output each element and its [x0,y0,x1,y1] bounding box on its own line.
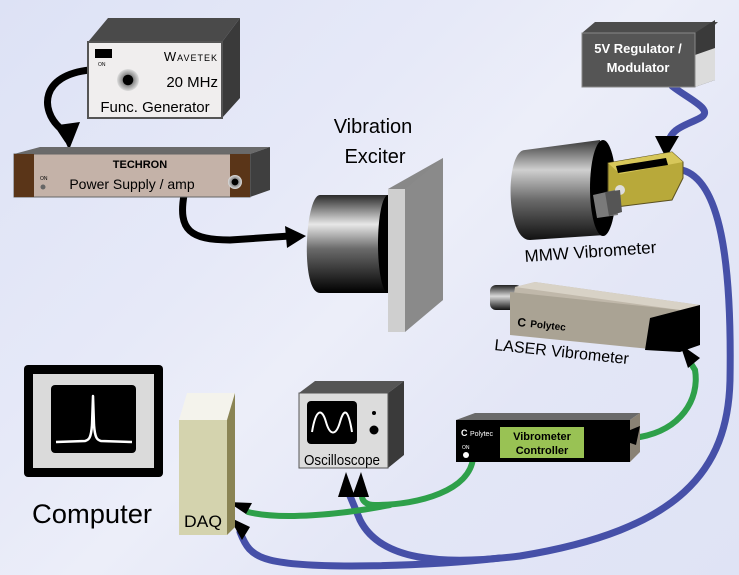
daq: DAQ [179,393,235,535]
ctrl-on-label: ON [462,445,470,451]
ctrl-power-indicator [463,452,469,458]
function-generator: ON Wavetek 20 MHz Func. Generator [87,18,240,119]
cable-mmw-to-osc [346,166,734,564]
laser-brand: Polytec [530,319,567,334]
scope-knob-large [369,425,379,435]
regulator-line1: 5V Regulator / [594,41,682,56]
fg-brand: Wavetek [164,49,218,64]
arrowhead-reg-to-mmw [655,136,679,158]
ctrl-brand: Polytec [470,431,493,438]
arrowhead-blue-to-osc [338,472,355,497]
exciter-label-line1: Vibration [334,116,413,138]
exciter-label-line2: Exciter [344,146,405,168]
amp-label: Power Supply / amp [69,176,194,192]
arrowhead-green-to-osc [352,472,369,497]
cable-reg-to-mmw [664,82,709,149]
cable-mmw-to-daq [236,528,504,570]
cable-amp-to-exciter [179,191,294,244]
scope-label: Oscilloscope [304,452,380,469]
amp-on-label: ON [40,176,48,182]
cables [44,66,734,570]
mmw-vibrometer: MMW Vibrometer [510,140,684,266]
bnc-connector-icon [228,175,242,189]
cable-fg-to-amp [44,66,94,144]
fg-line2: Func. Generator [100,99,209,116]
fg-line1: 20 MHz [166,74,218,91]
computer-label: Computer [32,499,152,529]
vibrometer-controller: C Polytec ON Vibrometer Controller [456,413,640,462]
fg-on-label: ON [98,62,106,68]
power-switch [95,49,112,58]
cable-ctrl-to-laser [637,359,699,440]
regulator-line2: Modulator [607,60,670,75]
arrowhead-ctrl-input [613,426,640,445]
sine-wave-icon [311,411,353,434]
ctrl-line2: Controller [516,445,569,457]
mmw-label: MMW Vibrometer [524,238,657,266]
vibration-exciter: Vibration Exciter [306,116,443,332]
ctrl-logo-icon: C [461,428,468,438]
ctrl-line1: Vibrometer [513,431,572,443]
laser-vibrometer: Polytec C LASER Vibrometer [490,282,700,368]
spectrum-peak-icon [55,394,133,444]
oscilloscope: Oscilloscope [298,381,404,469]
arrowhead-amp-to-exciter [285,226,306,248]
cable-ctrl-to-daq [245,502,393,519]
arrowhead-fg-to-amp [58,122,80,150]
bnc-connector-icon [117,69,139,91]
regulator-modulator: 5V Regulator / Modulator [581,20,718,88]
laser-logo-icon: C [517,315,527,330]
scope-knob-small [372,411,376,415]
power-indicator [40,184,46,190]
power-amplifier: TECHRON ON Power Supply / amp [13,147,270,198]
computer: Computer [24,365,163,529]
daq-label: DAQ [184,512,222,531]
amp-brand: TECHRON [113,159,167,171]
